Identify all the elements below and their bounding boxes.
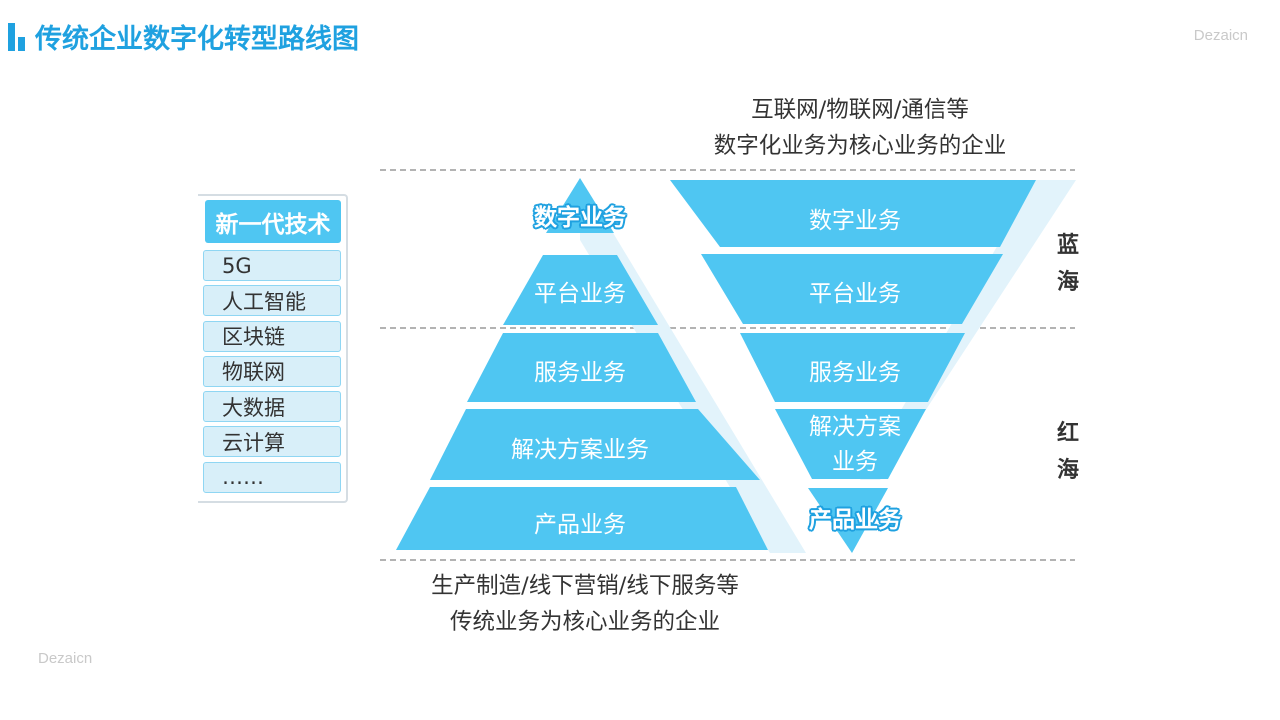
tech-item-more: …… xyxy=(203,461,341,493)
pyramid-level-solution xyxy=(430,409,760,480)
inverted-label-product: 产品业务 xyxy=(809,507,901,533)
pyramid-label-product: 产品业务 xyxy=(534,512,626,538)
pyramid-level-digital xyxy=(546,178,614,233)
inverted-level-service xyxy=(740,333,965,402)
tech-item-blockchain: 区块链 xyxy=(203,320,341,352)
title-bars-icon xyxy=(8,22,25,51)
tech-item-cloud: 云计算 xyxy=(203,426,341,458)
pyramid-label-platform: 平台业务 xyxy=(534,281,626,307)
pyramid-shadow xyxy=(580,178,806,553)
zone-label-red-ocean: 红 海 xyxy=(1053,415,1083,489)
page-title: 传统企业数字化转型路线图 xyxy=(35,24,359,55)
pyramid-label-service: 服务业务 xyxy=(534,360,626,386)
inverted-pyramid-shadow xyxy=(860,180,1076,480)
zone-label-blue-ocean: 蓝 海 xyxy=(1053,227,1083,301)
inverted-label-digital: 数字业务 xyxy=(809,208,901,234)
inverted-label-solution: 解决方案 业务 xyxy=(775,410,935,480)
inverted-level-product xyxy=(808,488,888,553)
zone-blue-line2: 海 xyxy=(1056,270,1079,295)
caption-bottom-line1: 生产制造/线下营销/线下服务等 xyxy=(431,573,739,599)
caption-top-line2: 数字化业务为核心业务的企业 xyxy=(713,133,1007,159)
tech-item-ai: 人工智能 xyxy=(203,285,341,317)
pyramid-level-product xyxy=(396,487,768,550)
pyramid-label-digital: 数字业务 xyxy=(534,205,626,231)
inverted-label-platform: 平台业务 xyxy=(809,281,901,307)
caption-bottom-line2: 传统业务为核心业务的企业 xyxy=(449,609,720,635)
inverted-level-solution xyxy=(775,409,926,479)
inverted-level-digital xyxy=(670,180,1036,247)
caption-top-line1: 互联网/物联网/通信等 xyxy=(751,97,969,123)
zone-red-line1: 红 xyxy=(1056,421,1079,446)
inverted-level-platform xyxy=(701,254,1003,324)
watermark-bottom: Dezaicn xyxy=(38,650,93,667)
title-bar: 传统企业数字化转型路线图 xyxy=(8,17,359,56)
zone-blue-line1: 蓝 xyxy=(1056,233,1079,258)
pyramid-label-solution: 解决方案业务 xyxy=(511,437,649,463)
tech-item-5g: 5G xyxy=(203,250,341,281)
pyramid-level-platform xyxy=(503,255,658,325)
tech-panel-heading: 新一代技术 xyxy=(205,200,341,243)
tech-item-iot: 物联网 xyxy=(203,355,341,387)
inverted-label-service: 服务业务 xyxy=(809,360,901,386)
pyramid-level-service xyxy=(467,333,696,402)
zone-red-line2: 海 xyxy=(1056,458,1079,483)
caption-bottom: 生产制造/线下营销/线下服务等 传统业务为核心业务的企业 xyxy=(380,568,790,640)
watermark-top: Dezaicn xyxy=(1193,27,1248,44)
tech-item-bigdata: 大数据 xyxy=(203,391,341,423)
inverted-label-solution-line1: 解决方案 xyxy=(809,414,901,440)
inverted-label-solution-line2: 业务 xyxy=(832,449,878,475)
tech-list: 5G 人工智能 区块链 物联网 大数据 云计算 …… xyxy=(203,250,341,497)
tech-panel-frame xyxy=(198,194,348,503)
caption-top: 互联网/物联网/通信等 数字化业务为核心业务的企业 xyxy=(650,92,1070,164)
